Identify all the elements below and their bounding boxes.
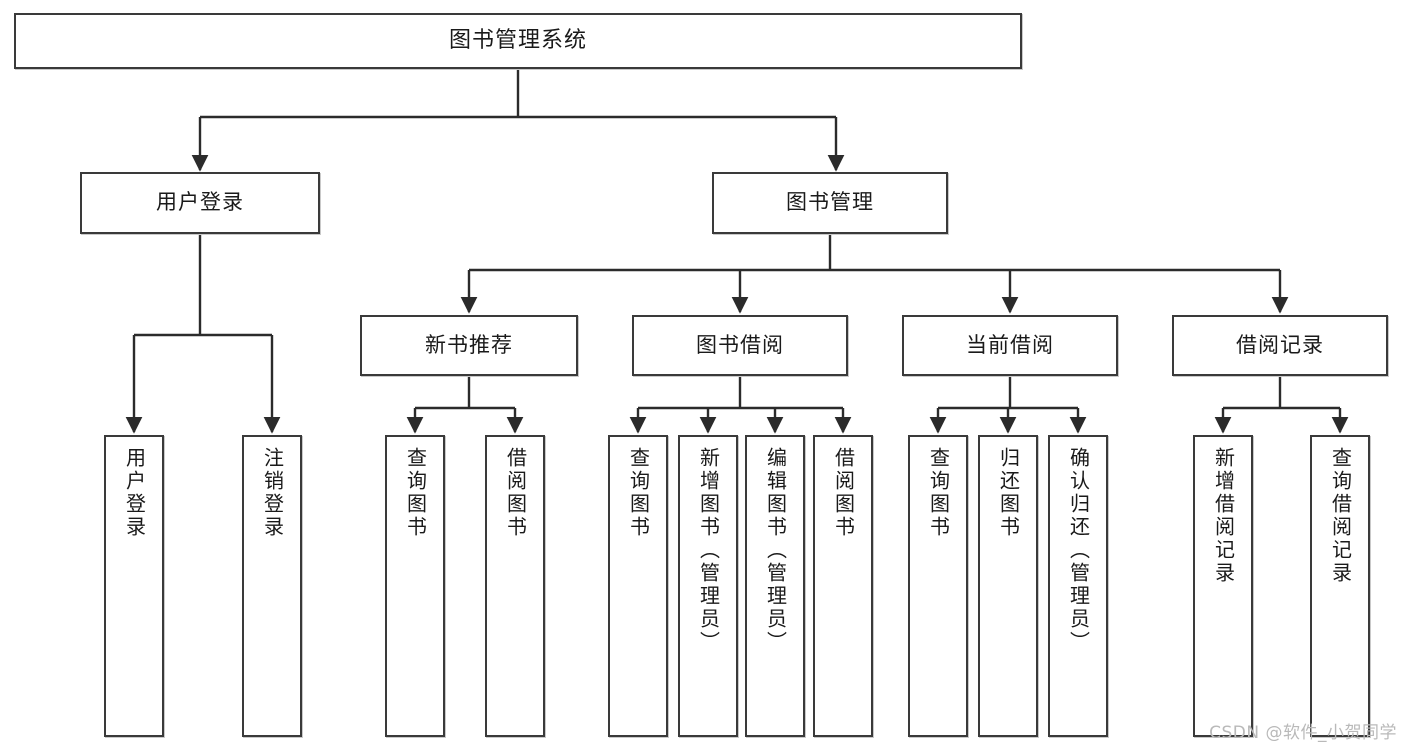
node-leaf-query-record[interactable]: 查询借阅记录	[1310, 435, 1370, 737]
node-leaf-query-book-2[interactable]: 查询图书	[608, 435, 668, 737]
node-borrow-record-label: 借阅记录	[1236, 332, 1324, 357]
node-leaf-borrow-book-1[interactable]: 借阅图书	[485, 435, 545, 737]
node-leaf-borrow-book-2[interactable]: 借阅图书	[813, 435, 873, 737]
node-leaf-borrow-book-1-label: 借阅图书	[503, 447, 528, 539]
node-leaf-confirm-return[interactable]: 确认归还（管理员）	[1048, 435, 1108, 737]
node-book-borrow-label: 图书借阅	[696, 332, 784, 357]
node-leaf-user-login[interactable]: 用户登录	[104, 435, 164, 737]
node-leaf-edit-book[interactable]: 编辑图书（管理员）	[745, 435, 805, 737]
node-leaf-borrow-book-2-label: 借阅图书	[831, 447, 856, 539]
node-book-manage-label: 图书管理	[786, 190, 874, 215]
node-user-login-label: 用户登录	[156, 190, 244, 215]
node-leaf-add-record[interactable]: 新增借阅记录	[1193, 435, 1253, 737]
node-new-book-rec[interactable]: 新书推荐	[360, 315, 578, 376]
node-borrow-record[interactable]: 借阅记录	[1172, 315, 1388, 376]
node-leaf-return-book-label: 归还图书	[996, 447, 1021, 539]
node-leaf-logout-label: 注销登录	[260, 447, 285, 539]
node-root-label: 图书管理系统	[448, 27, 587, 53]
node-leaf-edit-book-label: 编辑图书（管理员）	[763, 447, 788, 654]
node-leaf-logout[interactable]: 注销登录	[242, 435, 302, 737]
node-leaf-add-book-label: 新增图书（管理员）	[696, 447, 721, 654]
node-leaf-query-book-2-label: 查询图书	[626, 447, 651, 539]
node-book-manage[interactable]: 图书管理	[712, 172, 948, 234]
node-new-book-rec-label: 新书推荐	[425, 332, 513, 357]
node-leaf-add-book[interactable]: 新增图书（管理员）	[678, 435, 738, 737]
node-leaf-query-book-1[interactable]: 查询图书	[385, 435, 445, 737]
node-current-borrow-label: 当前借阅	[966, 332, 1054, 357]
node-leaf-query-book-1-label: 查询图书	[403, 447, 428, 539]
node-leaf-user-login-label: 用户登录	[122, 447, 147, 539]
node-leaf-query-book-3-label: 查询图书	[926, 447, 951, 539]
node-book-borrow[interactable]: 图书借阅	[632, 315, 848, 376]
node-leaf-return-book[interactable]: 归还图书	[978, 435, 1038, 737]
node-root[interactable]: 图书管理系统	[14, 13, 1022, 69]
node-leaf-add-record-label: 新增借阅记录	[1211, 447, 1236, 585]
node-leaf-query-record-label: 查询借阅记录	[1328, 447, 1353, 585]
node-leaf-confirm-return-label: 确认归还（管理员）	[1066, 447, 1091, 654]
node-current-borrow[interactable]: 当前借阅	[902, 315, 1118, 376]
node-leaf-query-book-3[interactable]: 查询图书	[908, 435, 968, 737]
node-user-login[interactable]: 用户登录	[80, 172, 320, 234]
